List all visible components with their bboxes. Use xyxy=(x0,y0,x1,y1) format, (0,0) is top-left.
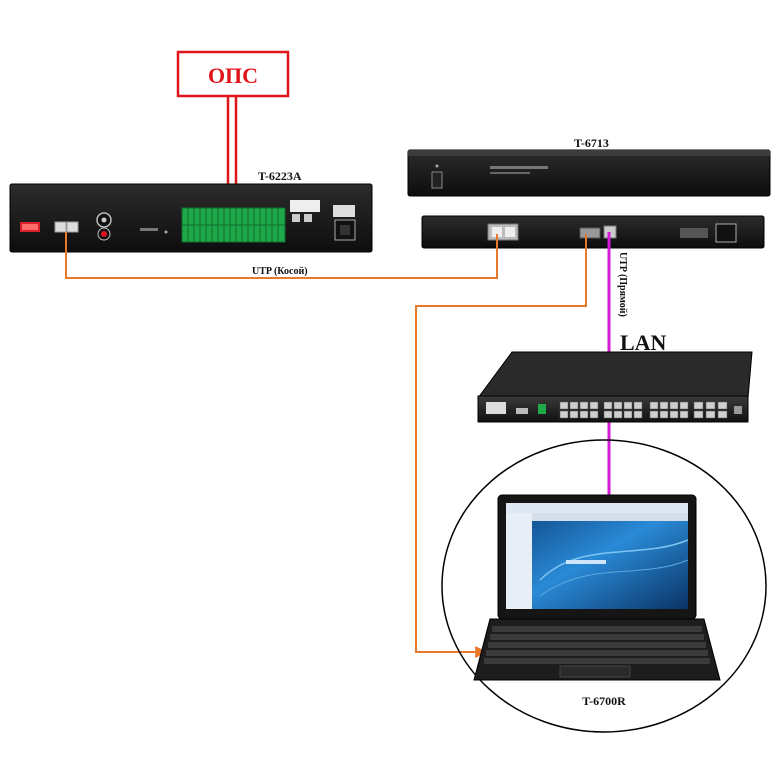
ops-label: ОПС xyxy=(208,63,258,88)
t6713-rear-device xyxy=(421,215,765,249)
ops-box: ОПС xyxy=(176,50,290,98)
utp-laptop-wire xyxy=(415,234,587,658)
network-switch-device xyxy=(477,351,753,423)
utp-straight-label: UTP (Прямой) xyxy=(617,252,628,317)
utp-cross-label: UTP (Косой) xyxy=(252,266,308,277)
utp-cross-wire xyxy=(65,232,498,279)
lan-label: LAN xyxy=(620,330,667,355)
t6713-front-device: T-6713 xyxy=(407,136,771,197)
t6713-label: T-6713 xyxy=(574,136,609,150)
t6223a-device: T-6223A xyxy=(9,169,373,253)
laptop-ellipse xyxy=(441,439,767,733)
t6223a-label: T-6223A xyxy=(258,169,302,183)
t6700r-label: T-6700R xyxy=(582,694,626,708)
laptop-device: T-6700R xyxy=(473,494,721,708)
